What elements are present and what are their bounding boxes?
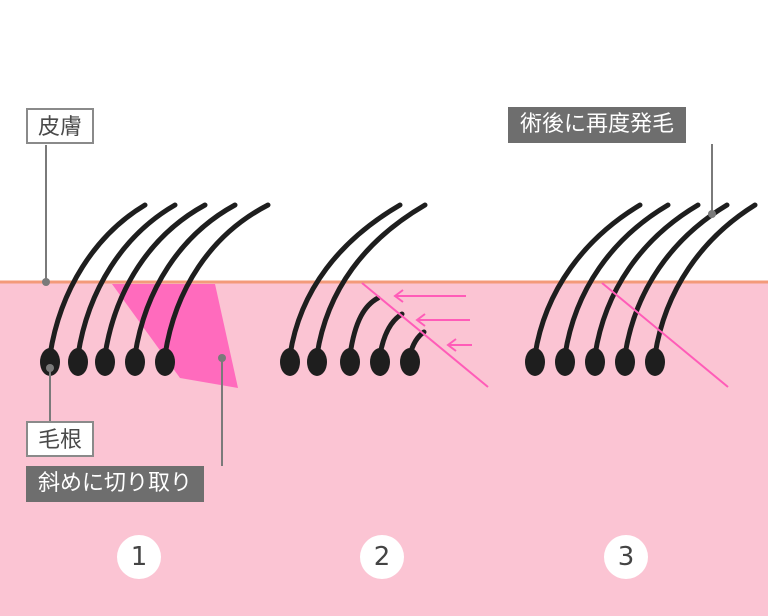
regrow-label: 術後に再度発毛 bbox=[508, 107, 686, 143]
hair-bulb bbox=[95, 348, 115, 376]
hair-bulb bbox=[155, 348, 175, 376]
skin-leader-dot bbox=[42, 278, 50, 286]
hair-bulb bbox=[125, 348, 145, 376]
cut-leader-dot bbox=[218, 354, 226, 362]
step-2-marker: 2 bbox=[360, 535, 404, 579]
step-3-marker: 3 bbox=[604, 535, 648, 579]
hair-bulb bbox=[525, 348, 545, 376]
skin-label: 皮膚 bbox=[26, 108, 94, 144]
hair-bulb bbox=[615, 348, 635, 376]
hair-bulb bbox=[307, 348, 327, 376]
cut-label: 斜めに切り取り bbox=[26, 466, 204, 502]
hair-bulb bbox=[555, 348, 575, 376]
root-leader-dot bbox=[46, 364, 54, 372]
regrow-leader-dot bbox=[708, 210, 716, 218]
hair-bulb bbox=[68, 348, 88, 376]
hair-bulb bbox=[340, 348, 360, 376]
root-label: 毛根 bbox=[26, 421, 94, 457]
step-1-marker: 1 bbox=[117, 535, 161, 579]
hair-bulb bbox=[585, 348, 605, 376]
hair-bulb bbox=[400, 348, 420, 376]
hair-bulb bbox=[645, 348, 665, 376]
hair-bulb bbox=[280, 348, 300, 376]
hair-bulb bbox=[370, 348, 390, 376]
